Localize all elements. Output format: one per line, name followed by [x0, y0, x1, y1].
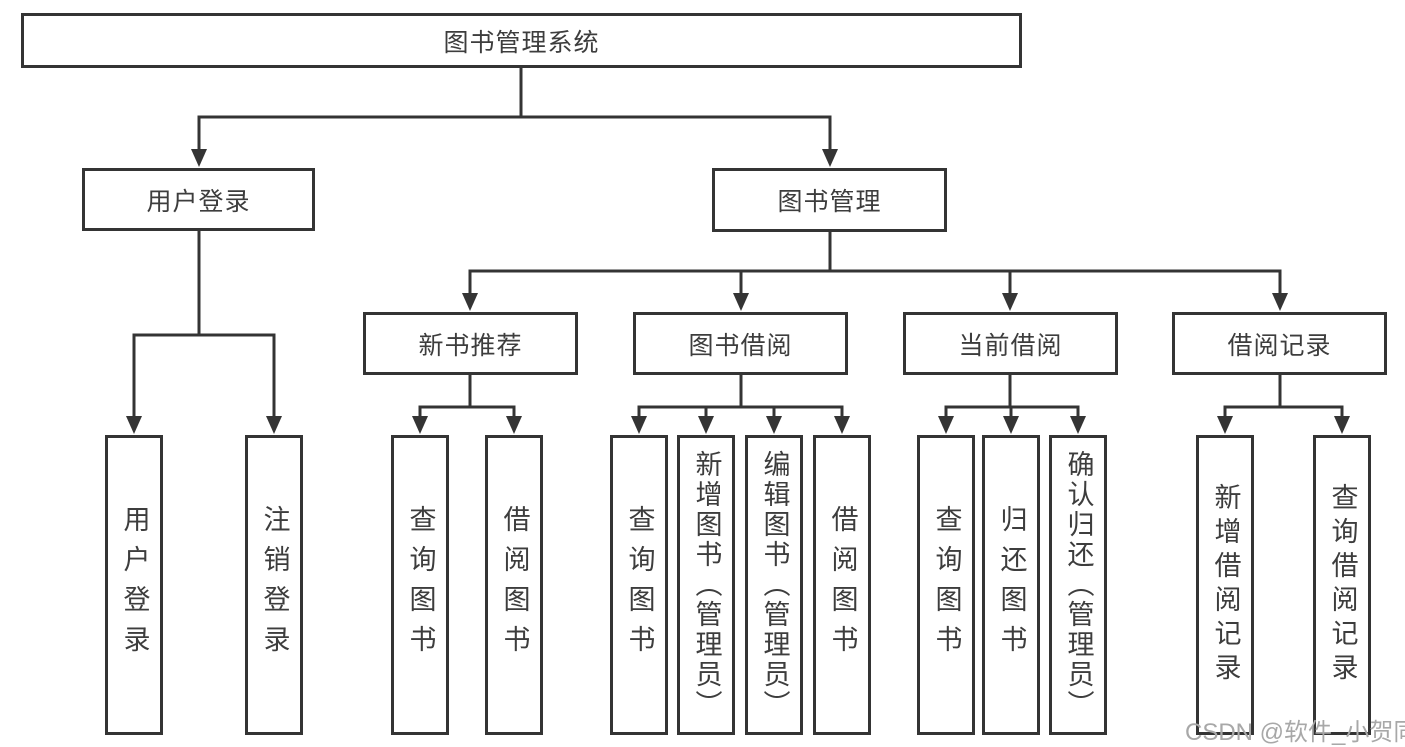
leaf-newbooks-borrow-label: 借阅图书: [499, 505, 530, 665]
node-current-borrow: 当前借阅: [903, 312, 1118, 375]
leaf-borrow-edit-label: 编辑图书（管理员）: [759, 450, 790, 720]
leaf-borrow-add: 新增图书（管理员）: [677, 435, 735, 735]
node-root-label: 图书管理系统: [443, 28, 600, 57]
arrowheads: [126, 149, 1350, 434]
node-user-login: 用户登录: [82, 168, 315, 231]
leaf-current-confirm-label: 确认归还（管理员）: [1063, 450, 1094, 720]
node-book-mgmt-label: 图书管理: [777, 188, 882, 216]
leaf-borrow-borrow: 借阅图书: [813, 435, 871, 735]
leaf-newbooks-query: 查询图书: [391, 435, 449, 735]
leaf-borrow-query-label: 查询图书: [624, 505, 655, 665]
leaf-logout: 注销登录: [245, 435, 303, 735]
leaf-borrow-borrow-label: 借阅图书: [827, 505, 858, 665]
node-current-borrow-label: 当前借阅: [958, 331, 1063, 360]
leaf-current-return: 归还图书: [982, 435, 1040, 735]
node-user-login-label: 用户登录: [146, 187, 251, 216]
leaf-borrow-query: 查询图书: [610, 435, 668, 735]
node-borrow-records: 借阅记录: [1172, 312, 1387, 375]
node-book-borrow: 图书借阅: [633, 312, 848, 375]
leaf-current-return-label: 归还图书: [996, 505, 1027, 665]
leaf-borrow-add-label: 新增图书（管理员）: [691, 450, 722, 720]
leaf-logout-label: 注销登录: [259, 505, 290, 665]
leaf-records-query-label: 查询借阅记录: [1327, 483, 1358, 687]
node-book-mgmt: 图书管理: [712, 168, 947, 232]
leaf-records-add: 新增借阅记录: [1196, 435, 1254, 735]
leaf-borrow-edit: 编辑图书（管理员）: [745, 435, 803, 735]
leaf-newbooks-query-label: 查询图书: [405, 505, 436, 665]
node-root: 图书管理系统: [21, 13, 1022, 68]
csdn-watermark: CSDN @软件_小贺同学: [1185, 719, 1405, 746]
node-new-books-label: 新书推荐: [418, 331, 523, 360]
node-borrow-records-label: 借阅记录: [1227, 331, 1332, 360]
leaf-records-add-label: 新增借阅记录: [1210, 483, 1241, 687]
node-book-borrow-label: 图书借阅: [688, 331, 793, 360]
leaf-current-confirm: 确认归还（管理员）: [1049, 435, 1107, 735]
leaf-records-query: 查询借阅记录: [1313, 435, 1371, 735]
leaf-user-login: 用户登录: [105, 435, 163, 735]
leaf-current-query: 查询图书: [917, 435, 975, 735]
leaf-newbooks-borrow: 借阅图书: [485, 435, 543, 735]
leaf-user-login-label: 用户登录: [119, 505, 150, 665]
leaf-current-query-label: 查询图书: [931, 505, 962, 665]
node-new-books: 新书推荐: [363, 312, 578, 375]
